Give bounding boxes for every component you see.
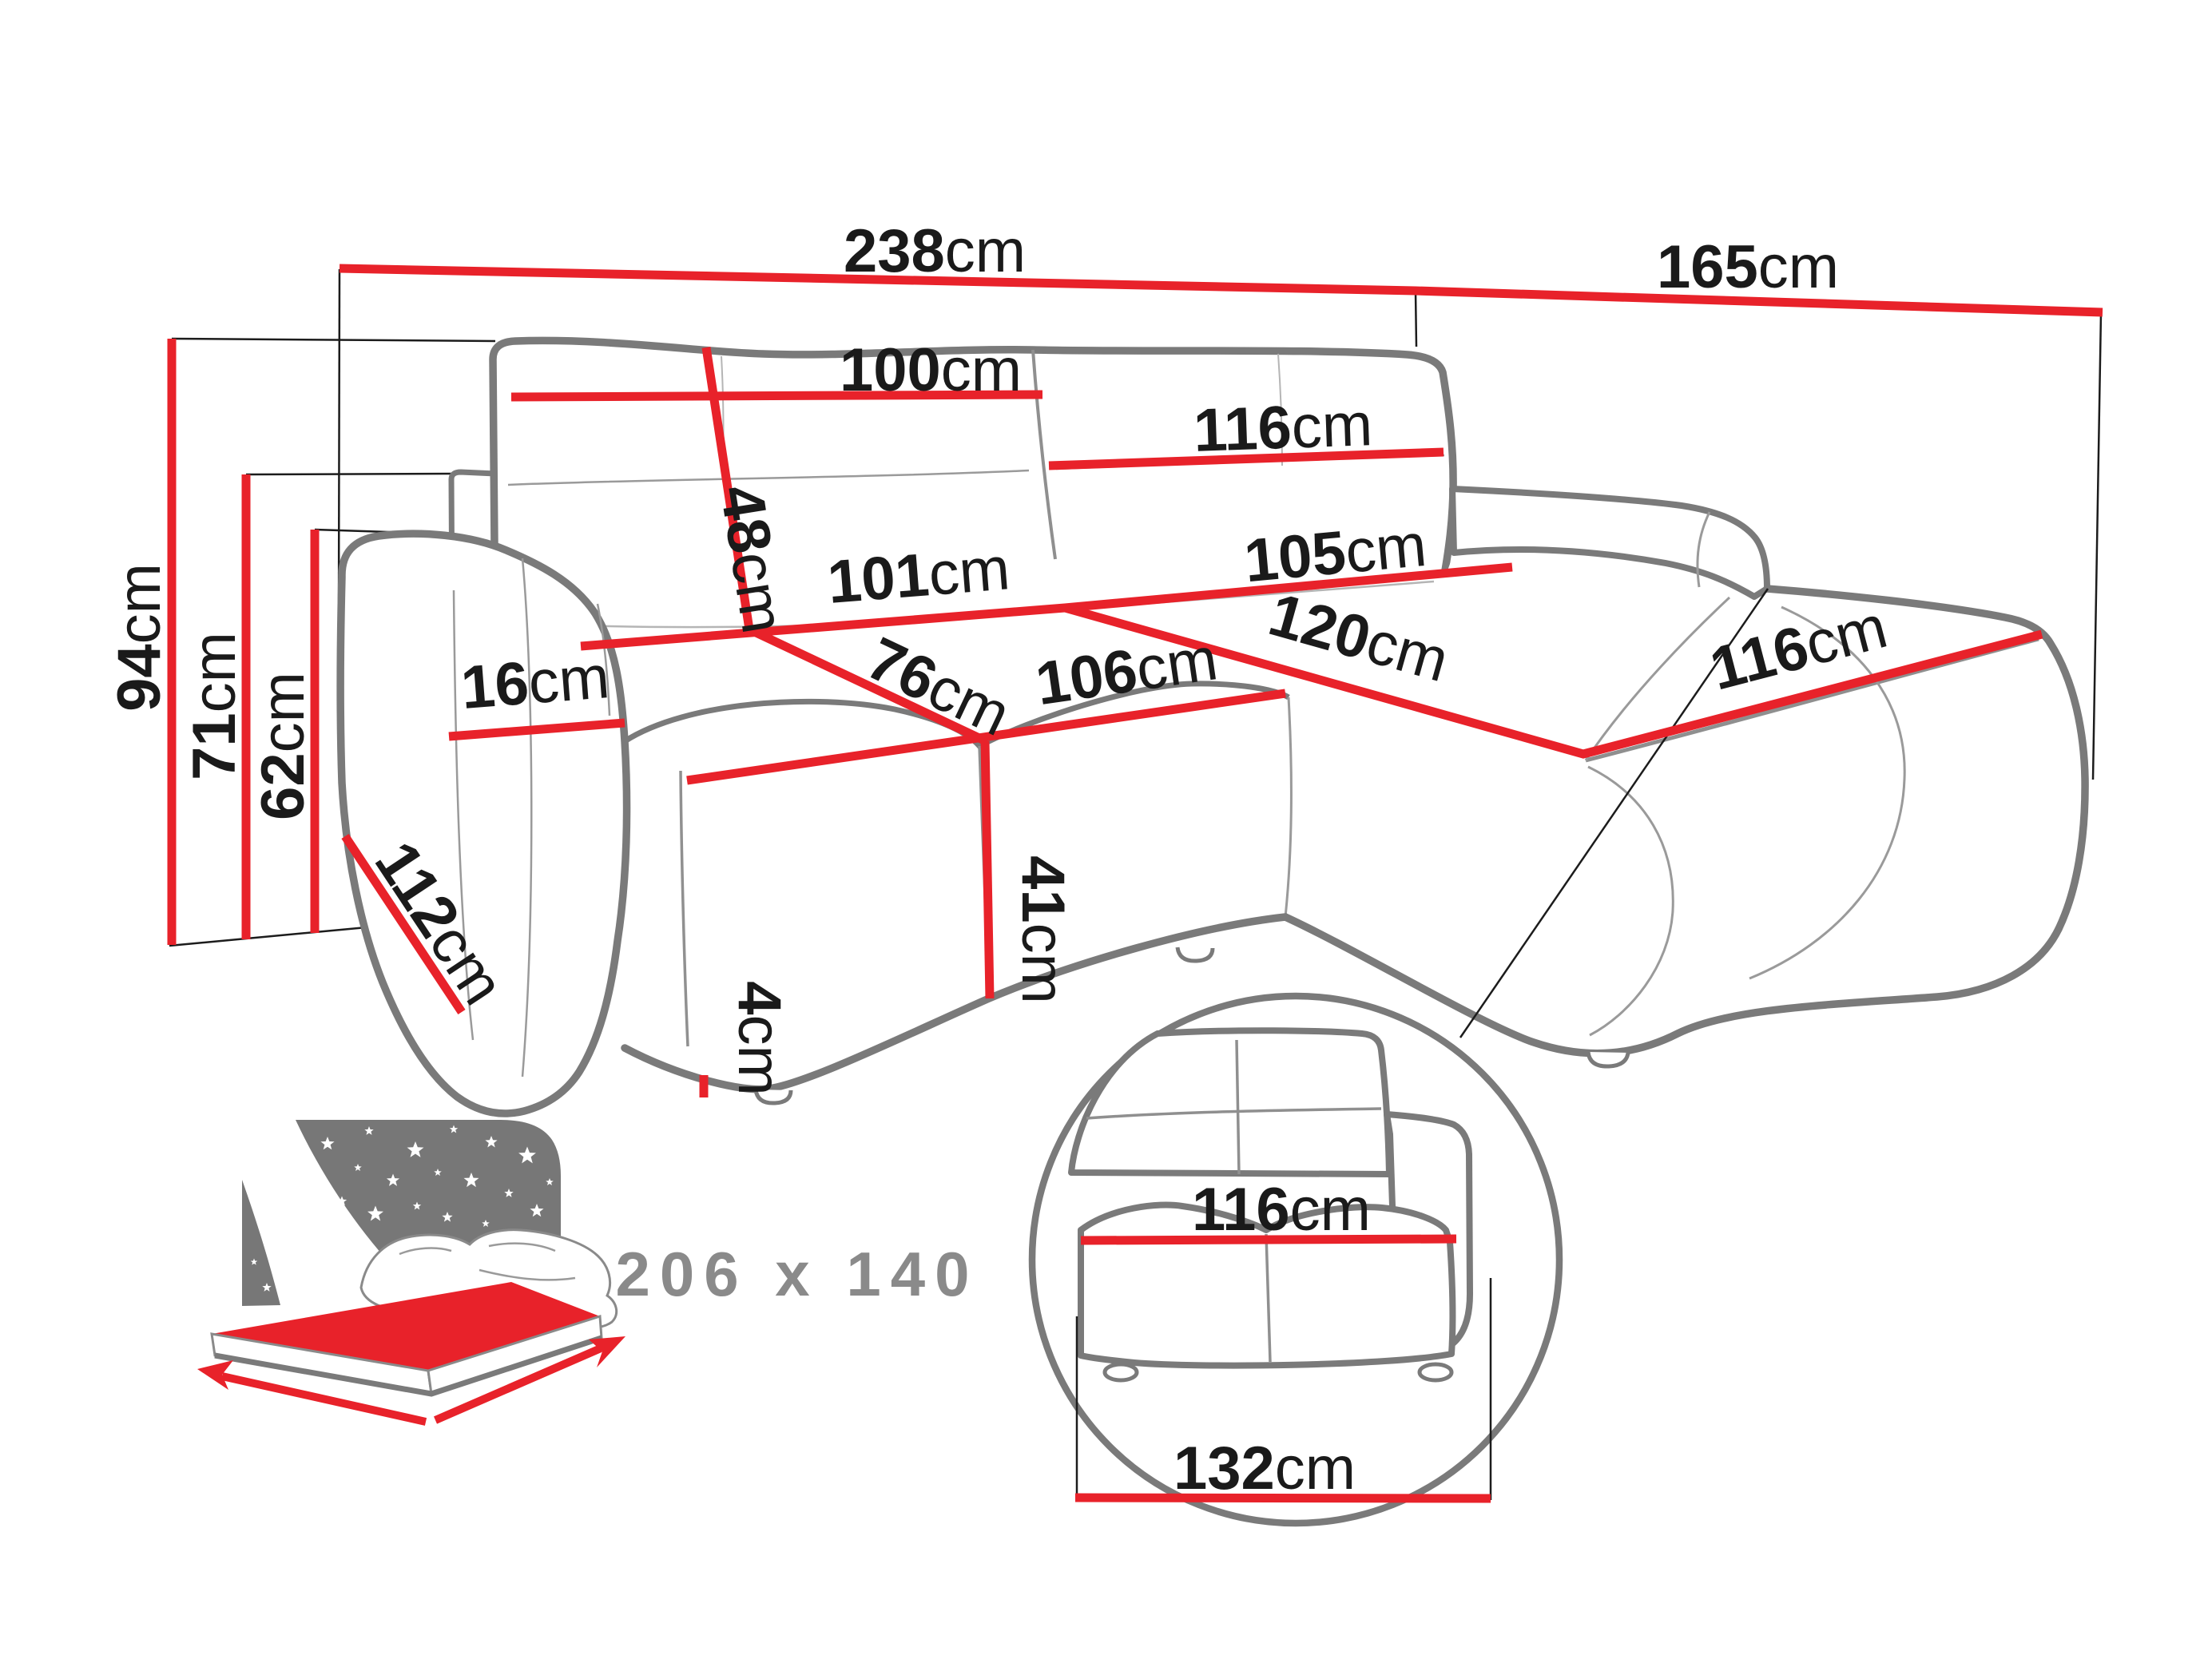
- svg-text:71cm: 71cm: [181, 632, 248, 780]
- svg-text:101cm: 101cm: [825, 534, 1012, 617]
- svg-text:94cm: 94cm: [105, 563, 173, 712]
- svg-text:4cm: 4cm: [725, 981, 793, 1096]
- svg-text:16cm: 16cm: [459, 643, 612, 722]
- svg-text:62cm: 62cm: [249, 672, 317, 820]
- svg-text:116cm: 116cm: [1192, 1176, 1371, 1244]
- svg-text:106cm: 106cm: [1031, 625, 1221, 718]
- svg-text:48cm: 48cm: [707, 481, 797, 638]
- svg-text:206 x 140: 206 x 140: [615, 1239, 979, 1309]
- svg-text:132cm: 132cm: [1174, 1435, 1356, 1502]
- svg-text:238cm: 238cm: [844, 217, 1026, 285]
- svg-text:100cm: 100cm: [840, 336, 1022, 404]
- svg-text:165cm: 165cm: [1657, 233, 1839, 301]
- svg-text:116cm: 116cm: [1193, 391, 1374, 465]
- svg-text:41cm: 41cm: [1009, 855, 1077, 1004]
- svg-text:105cm: 105cm: [1241, 511, 1429, 595]
